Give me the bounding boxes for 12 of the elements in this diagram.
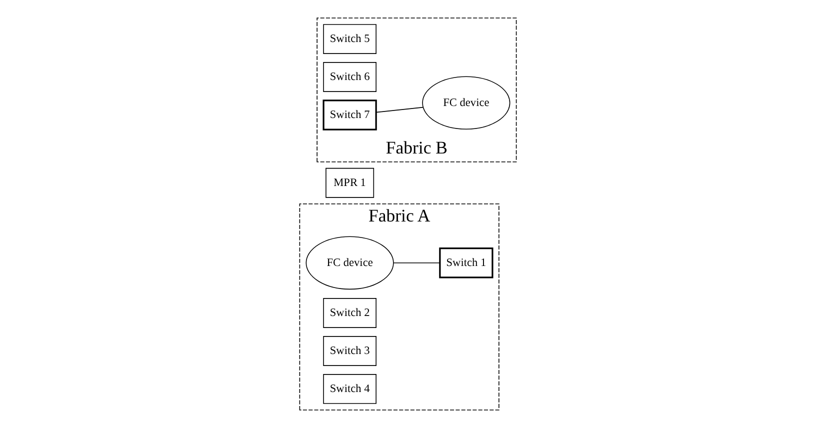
node-box: Switch 5 [322,24,376,54]
node-box: MPR 1 [325,168,374,198]
node-ellipse: FC device [305,236,394,290]
node-box: Switch 3 [322,336,376,366]
node-box: Switch 1 [438,248,493,278]
connector [375,106,423,113]
node-box: Switch 4 [322,374,376,404]
node-box: Switch 6 [322,62,376,92]
node-box: Switch 7 [322,100,376,130]
connector [392,262,440,264]
node-ellipse: FC device [422,76,510,130]
node-box: Switch 2 [322,298,376,328]
